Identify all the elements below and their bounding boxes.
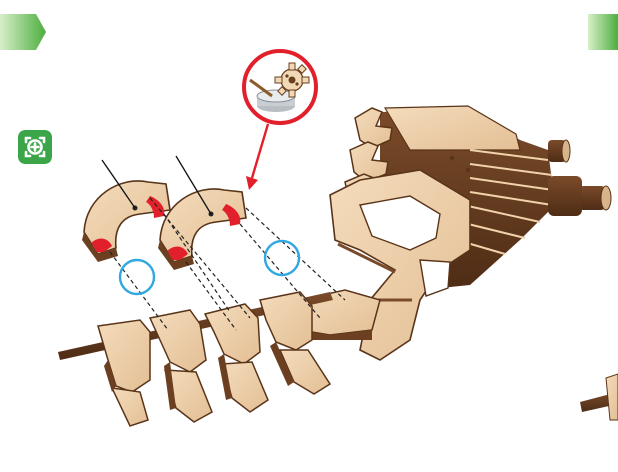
bearing-cap-left	[82, 160, 170, 262]
red-arrow-icon	[246, 176, 258, 190]
glue-callout	[244, 51, 316, 190]
engine-block-assembly	[300, 106, 611, 360]
alignment-markers	[120, 241, 299, 294]
marker-circle	[265, 241, 299, 275]
next-page-axle-fragment	[580, 374, 618, 420]
crankshaft-assembly	[58, 292, 333, 426]
bearing-cap-right	[158, 156, 246, 270]
